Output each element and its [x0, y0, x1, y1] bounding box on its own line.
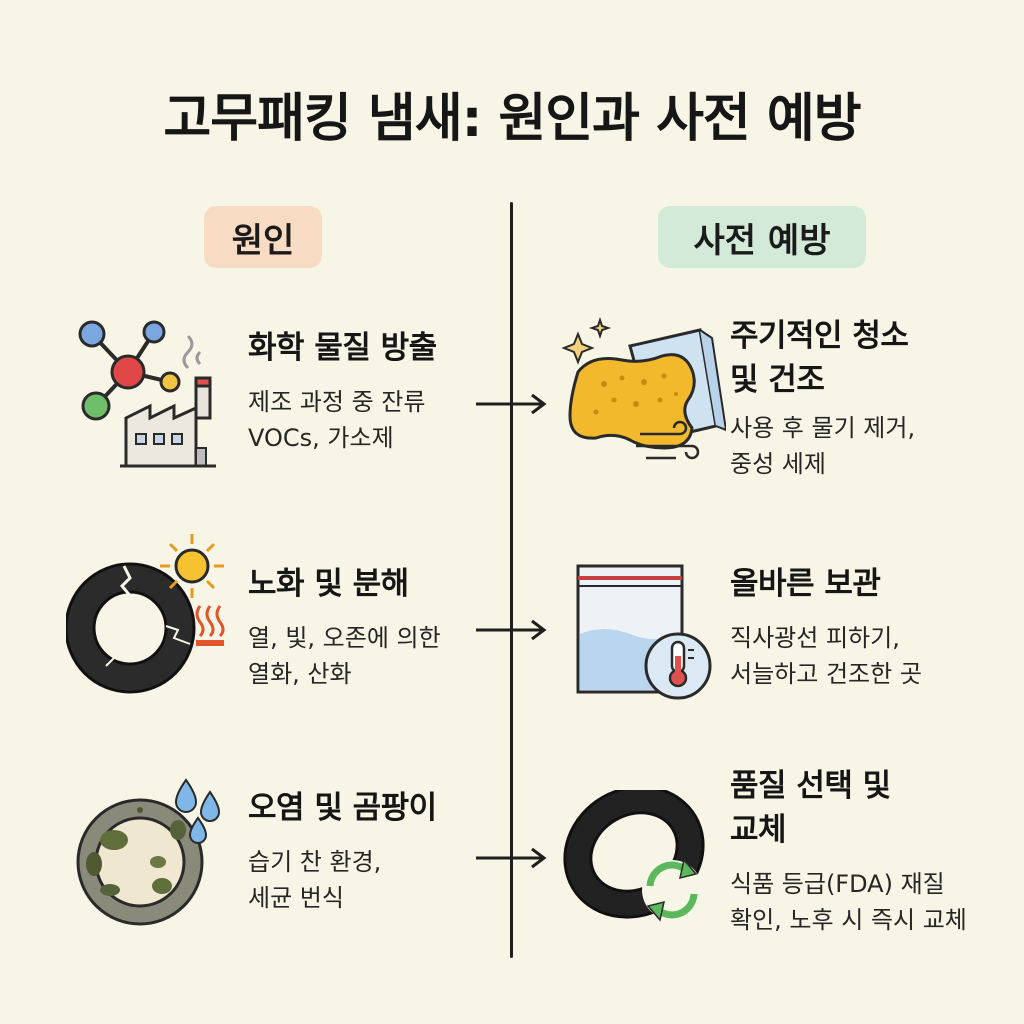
- prevention-3-description: 식품 등급(FDA) 재질 확인, 노후 시 즉시 교체: [730, 870, 967, 934]
- prevention-1-heading: 주기적인 청소 및 건조: [730, 318, 909, 398]
- molecule-factory-icon: [70, 316, 230, 476]
- cause-1-description: 제조 과정 중 잔류 VOCs, 가소제: [248, 388, 426, 452]
- page-title: 고무패킹 냄새: 원인과 사전 예방: [163, 89, 861, 149]
- prevention-2-description: 직사광선 피하기, 서늘하고 건조한 곳: [730, 624, 922, 688]
- sponge-cloth-icon: [556, 316, 726, 476]
- prevention-2-heading: 올바른 보관: [730, 566, 881, 602]
- storage-bag-thermometer-icon: [570, 556, 720, 716]
- arrow-right-icon: [476, 393, 547, 415]
- arrow-right-icon: [476, 847, 547, 869]
- cause-3-heading: 오염 및 곰팡이: [248, 790, 437, 826]
- prevention-column-header: 사전 예방: [658, 206, 866, 268]
- cracked-ring-sun-icon: [66, 526, 236, 696]
- arrow-right-icon: [476, 619, 547, 641]
- cause-2-description: 열, 빛, 오존에 의한 열화, 산화: [248, 624, 441, 688]
- prevention-3-heading: 품질 선택 및 교체: [730, 768, 891, 848]
- cause-2-heading: 노화 및 분해: [248, 566, 409, 602]
- column-divider: [510, 202, 513, 958]
- cause-column-header: 원인: [204, 206, 322, 268]
- ring-replace-icon: [560, 790, 720, 930]
- moldy-ring-droplets-icon: [70, 770, 230, 930]
- prevention-1-description: 사용 후 물기 제거, 중성 세제: [730, 414, 916, 478]
- cause-1-heading: 화학 물질 방출: [248, 330, 437, 366]
- cause-3-description: 습기 찬 환경, 세균 번식: [248, 848, 382, 912]
